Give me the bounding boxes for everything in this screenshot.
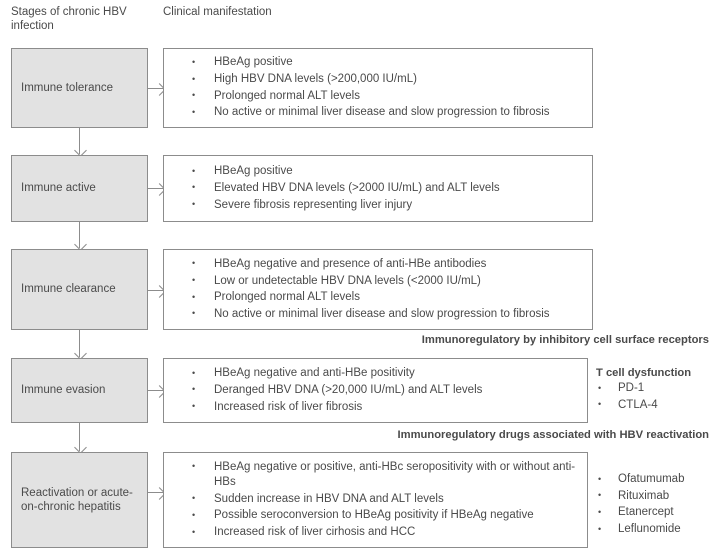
list-item: Rituximab	[596, 488, 684, 504]
list-item: Severe fibrosis representing liver injur…	[192, 197, 586, 213]
detail-box-immune-tolerance: HBeAg positive High HBV DNA levels (>200…	[163, 48, 593, 128]
column-header-stages: Stages of chronic HBV infection	[11, 6, 127, 32]
side-block-immunoregulatory-drugs: Ofatumumab Rituximab Etanercept Leflunom…	[596, 471, 684, 539]
stage-box-immune-clearance[interactable]: Immune clearance	[11, 249, 148, 330]
detail-list-4: HBeAg negative and anti-HBe positivity D…	[164, 366, 587, 415]
list-item: HBeAg positive	[192, 164, 586, 179]
stage-label: Reactivation or acute-on-chronic hepatit…	[21, 486, 133, 514]
detail-box-immune-clearance: HBeAg negative and presence of anti-HBe …	[163, 249, 593, 330]
detail-list-2: HBeAg positive Elevated HBV DNA levels (…	[164, 164, 592, 213]
list-item: Increased risk of liver fibrosis	[192, 399, 581, 415]
list-item: Etanercept	[596, 505, 684, 520]
stage-box-immune-evasion[interactable]: Immune evasion	[11, 358, 148, 423]
arrow-connector-4-to-5	[79, 423, 80, 451]
list-item: High HBV DNA levels (>200,000 IU/mL)	[192, 72, 586, 87]
list-item: Leflunomide	[596, 522, 684, 537]
list-item: HBeAg negative and presence of anti-HBe …	[192, 256, 586, 272]
arrow-stage-to-detail-4	[148, 390, 163, 391]
list-item: No active or minimal liver disease and s…	[192, 105, 586, 120]
arrow-stage-to-detail-2	[148, 188, 163, 189]
side-block-title: T cell dysfunction	[596, 367, 692, 379]
arrow-connector-2-to-3	[79, 222, 80, 248]
side-block-t-cell-dysfunction: T cell dysfunction PD-1 CTLA-4	[596, 366, 691, 414]
arrow-connector-3-to-4	[79, 330, 80, 357]
list-item: Sudden increase in HBV DNA and ALT level…	[192, 491, 581, 507]
column-header-clinical-manifestation: Clinical manifestation	[163, 6, 272, 18]
stage-box-immune-tolerance[interactable]: Immune tolerance	[11, 48, 148, 128]
stage-box-immune-active[interactable]: Immune active	[11, 155, 148, 222]
arrow-stage-to-detail-5	[148, 492, 163, 493]
detail-box-immune-evasion: HBeAg negative and anti-HBe positivity D…	[163, 358, 588, 423]
list-item: Elevated HBV DNA levels (>2000 IU/mL) an…	[192, 180, 586, 196]
list-item: Increased risk of liver cirhosis and HCC	[192, 525, 581, 540]
list-item: No active or minimal liver disease and s…	[192, 306, 586, 322]
arrow-connector-1-to-2	[79, 128, 80, 154]
stage-label: Immune clearance	[21, 283, 116, 296]
list-item: HBeAg negative and anti-HBe positivity	[192, 366, 581, 381]
banner-immunoregulatory-receptors: Immunoregulatory by inhibitory cell surf…	[421, 334, 709, 346]
side-list-drugs: Ofatumumab Rituximab Etanercept Leflunom…	[596, 471, 684, 537]
detail-box-immune-active: HBeAg positive Elevated HBV DNA levels (…	[163, 155, 593, 222]
arrow-stage-to-detail-1	[148, 88, 163, 89]
stage-label: Immune evasion	[21, 384, 106, 397]
list-item: CTLA-4	[596, 397, 691, 413]
arrow-stage-to-detail-3	[148, 290, 163, 291]
stage-label: Immune active	[21, 182, 96, 195]
detail-list-1: HBeAg positive High HBV DNA levels (>200…	[164, 55, 592, 121]
list-item: Prolonged normal ALT levels	[192, 88, 586, 104]
list-item: Deranged HBV DNA (>20,000 IU/mL) and ALT…	[192, 382, 581, 398]
list-item: Possible seroconversion to HBeAg positiv…	[192, 508, 581, 523]
detail-list-5: HBeAg negative or positive, anti-HBc ser…	[164, 459, 587, 541]
list-item: HBeAg positive	[192, 55, 586, 70]
banner-immunoregulatory-drugs: Immunoregulatory drugs associated with H…	[397, 429, 709, 441]
list-item: Prolonged normal ALT levels	[192, 290, 586, 305]
list-item: Ofatumumab	[596, 471, 684, 487]
stage-box-reactivation-acute-on-chronic-hepatitis[interactable]: Reactivation or acute-on-chronic hepatit…	[11, 452, 148, 548]
detail-box-reactivation: HBeAg negative or positive, anti-HBc ser…	[163, 452, 588, 548]
list-item: HBeAg negative or positive, anti-HBc ser…	[192, 459, 581, 490]
list-item: Low or undetectable HBV DNA levels (<200…	[192, 273, 586, 289]
detail-list-3: HBeAg negative and presence of anti-HBe …	[164, 256, 592, 322]
stage-label: Immune tolerance	[21, 81, 114, 94]
side-list-t-cell: PD-1 CTLA-4	[596, 380, 691, 413]
list-item: PD-1	[596, 380, 691, 396]
